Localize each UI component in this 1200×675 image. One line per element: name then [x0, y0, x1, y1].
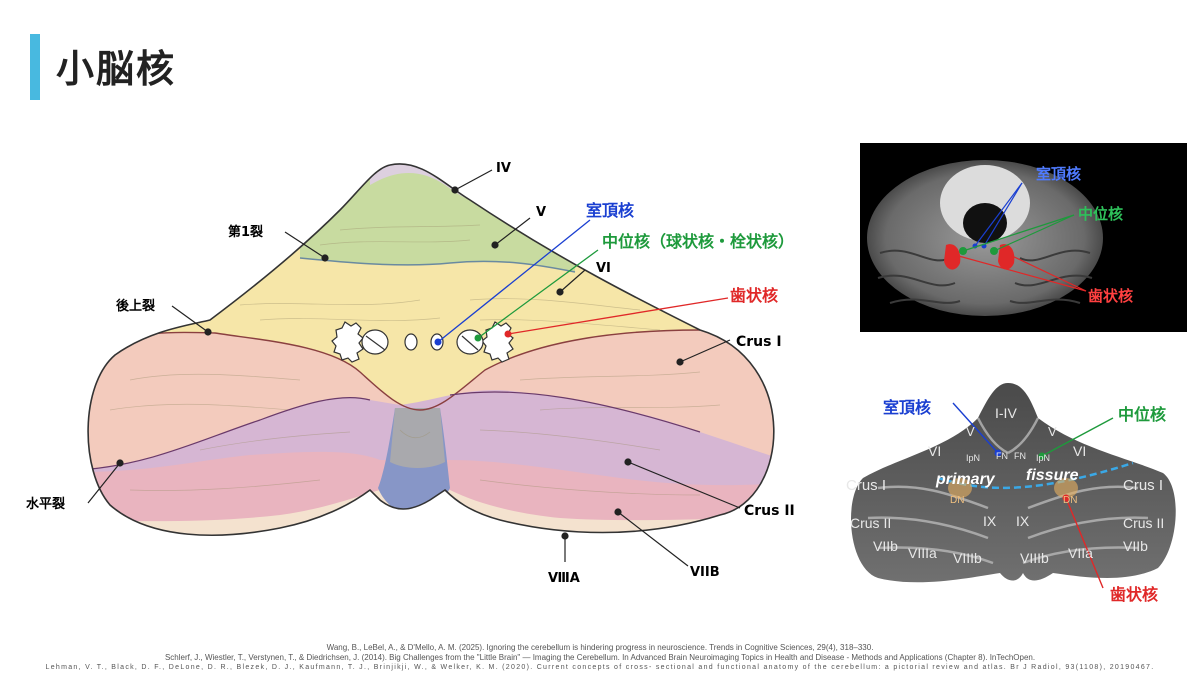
label-crus-i: Crus I: [736, 334, 782, 350]
label-v: V: [536, 205, 546, 220]
mri-label-vi-left: VI: [928, 443, 941, 459]
label-vi: VI: [596, 261, 611, 276]
mri-label-v-left: V: [966, 424, 975, 439]
lobule-v: [300, 163, 575, 272]
fastigial-left-shape: [404, 333, 418, 351]
mri-label-crus-ii-right: Crus II: [1123, 515, 1164, 531]
mri-top-label-interposed: 中位核: [1078, 205, 1123, 223]
mri-label-ipn-left: IpN: [966, 453, 980, 463]
mri-bottom-label-fastigial: 室頂核: [883, 398, 931, 417]
label-iv: IV: [496, 161, 511, 176]
label-interposed-nucleus: 中位核（球状核・栓状核）: [602, 232, 794, 251]
mri-label-crus-i-right: Crus I: [1123, 477, 1163, 494]
reference-3: Lehman, V. T., Black, D. F., DeLone, D. …: [45, 664, 1155, 671]
label-viib: VIIB: [690, 565, 720, 580]
label-fissure-1: 第1裂: [228, 224, 264, 240]
mri-label-fn-left: FN: [996, 451, 1008, 461]
mri-label-viiia-right: VIIa: [1068, 545, 1093, 561]
mri-label-ix-right: IX: [1016, 513, 1030, 529]
reference-2: Schlerf, J., Wiestler, T., Verstynen, T.…: [164, 653, 1036, 662]
emboliform-right: [456, 329, 484, 355]
mri-label-dn-right: DN: [1063, 495, 1077, 506]
mri-label-dn-left: DN: [950, 495, 964, 506]
cerebellum-diagram: IV V VI 第1裂 後上裂 水平裂 Crus I Crus II ⅧA VI…: [26, 161, 795, 586]
label-crus-ii: Crus II: [744, 503, 795, 519]
mri-label-ix-left: IX: [983, 513, 997, 529]
mri-label-viib-left: VIIb: [873, 538, 898, 554]
mri-label-viiia-left: VIIIa: [908, 545, 937, 561]
mri-bottom-label-interposed: 中位核: [1118, 405, 1166, 424]
label-dentate-nucleus: 歯状核: [730, 286, 778, 305]
mri-label-crus-ii-left: Crus II: [850, 515, 891, 531]
mri-axial-image: 室頂核 中位核 歯状核: [860, 143, 1187, 332]
vermis-cap: [390, 408, 445, 468]
mri-label-v-right: V: [1048, 424, 1057, 439]
label-fastigial-nucleus: 室頂核: [586, 201, 634, 220]
mri-label-primary: primary: [935, 471, 996, 488]
mri-label-fn-right: FN: [1014, 451, 1026, 461]
reference-1: Wang, B., LeBel, A., & D'Mello, A. M. (2…: [326, 643, 874, 652]
dentate-left-shape: [331, 321, 364, 363]
mri-label-i-iv: I-IV: [995, 405, 1017, 421]
page-title: 小脳核: [56, 47, 177, 91]
label-viiia: ⅧA: [548, 571, 580, 586]
mri-label-viiib-left: VIIIb: [953, 550, 982, 566]
mri-label-ipn-right: IpN: [1036, 453, 1050, 463]
label-postsup-fissure: 後上裂: [116, 298, 156, 314]
mri-bottom-label-dentate: 歯状核: [1110, 585, 1158, 604]
mri-label-viiib-right: VIIIb: [1020, 550, 1049, 566]
mri-label-crus-i-left: Crus I: [846, 477, 886, 494]
references: Wang, B., LeBel, A., & D'Mello, A. M. (2…: [0, 643, 1200, 673]
title-accent-bar: [30, 34, 40, 100]
mri-top-label-fastigial: 室頂核: [1036, 165, 1081, 183]
label-horizontal-fissure: 水平裂: [26, 496, 66, 512]
mri-label-vi-right: VI: [1073, 443, 1086, 459]
mri-top-dentate-right: [998, 244, 1015, 270]
mri-coronal-image: I-IV V V VI VI IpN FN FN IpN Crus I Crus…: [838, 378, 1183, 608]
mri-label-fissure: fissure: [1026, 467, 1079, 484]
mri-top-label-dentate: 歯状核: [1088, 287, 1133, 305]
mri-top-dentate-left: [944, 244, 961, 270]
mri-label-viib-right: VIIb: [1123, 538, 1148, 554]
